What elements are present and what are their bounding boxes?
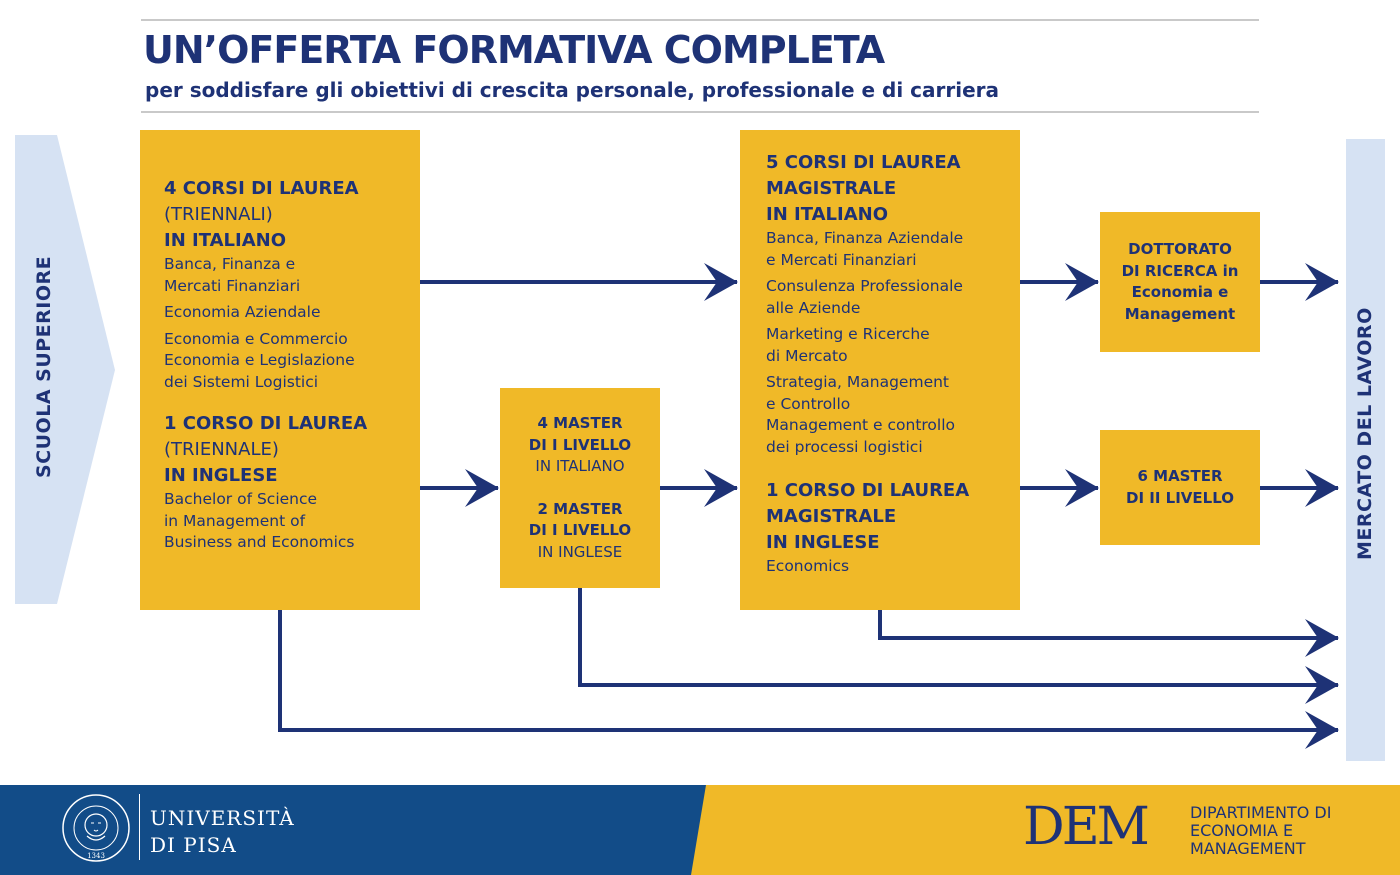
list-item: Bachelor of Science [164, 490, 318, 508]
triennali-it-language: IN ITALIANO [164, 230, 287, 251]
triennali-it-subheading: (TRIENNALI) [164, 204, 273, 225]
triennali-en-language: IN INGLESE [164, 465, 278, 486]
dem-name-line-2: ECONOMIA E [1190, 821, 1294, 840]
triennali-en-subheading: (TRIENNALE) [164, 439, 279, 460]
list-item: Marketing e Ricerche [766, 325, 930, 343]
scuola-superiore-chevron [15, 135, 115, 604]
list-item: Management e controllo [766, 416, 956, 434]
master2-line: DI II LIVELLO [1126, 488, 1234, 507]
dem-name-line-1: DIPARTIMENTO DI [1190, 803, 1332, 822]
university-name-line-2: DI PISA [150, 833, 237, 857]
magistrali-box: 5 CORSI DI LAUREA MAGISTRALE IN ITALIANO… [740, 130, 1020, 610]
master1-en-level: DI I LIVELLO [528, 521, 632, 539]
list-item: in Management of [164, 511, 306, 530]
master1-en-heading: 2 MASTER [537, 499, 623, 518]
list-item: Banca, Finanza e [164, 255, 296, 273]
magistrali-it-subheading: MAGISTRALE [766, 178, 897, 199]
list-item: Economia e Legislazione [164, 351, 355, 369]
magistrali-it-heading: 5 CORSI DI LAUREA [766, 152, 961, 173]
dottorato-line: DI RICERCA in [1121, 261, 1239, 280]
list-item: dei processi logistici [766, 437, 923, 456]
master-primo-livello-box: 4 MASTER DI I LIVELLO IN ITALIANO 2 MAST… [500, 388, 660, 588]
master2-line: 6 MASTER [1137, 467, 1223, 485]
arrow-master1-down-to-mercato [578, 588, 1339, 704]
dem-logo: DEM [1023, 797, 1150, 857]
master-secondo-livello-box: 6 MASTER DI II LIVELLO [1100, 430, 1260, 545]
list-item: dei Sistemi Logistici [164, 372, 319, 391]
arrow-triennali-down-to-mercato [278, 610, 1339, 749]
list-item: e Controllo [766, 394, 851, 413]
university-name-line-1: UNIVERSITÀ [150, 806, 295, 830]
header-bottom-rule [141, 111, 1259, 113]
list-item: e Mercati Finanziari [766, 250, 917, 269]
magistrali-en-language: IN INGLESE [766, 532, 880, 553]
magistrali-en-heading: 1 CORSO DI LAUREA [766, 480, 970, 501]
master1-it-level: DI I LIVELLO [528, 435, 632, 454]
magistrali-en-subheading: MAGISTRALE [766, 506, 897, 527]
scuola-superiore-label: SCUOLA SUPERIORE [33, 255, 55, 478]
dem-name-line-3: MANAGEMENT [1190, 839, 1306, 858]
list-item: Economics [766, 557, 850, 575]
dottorato-line: Management [1124, 304, 1236, 323]
triennali-en-heading: 1 CORSO DI LAUREA [164, 413, 368, 434]
magistrali-it-language: IN ITALIANO [766, 204, 889, 225]
page-subtitle: per soddisfare gli obiettivi di crescita… [145, 78, 1000, 102]
triennali-it-heading: 4 CORSI DI LAUREA [164, 178, 359, 199]
list-item: Business and Economics [164, 533, 355, 551]
list-item: alle Aziende [766, 298, 861, 317]
master1-en-language: IN INGLESE [537, 542, 623, 561]
list-item: Consulenza Professionale [766, 277, 963, 295]
list-item: Economia Aziendale [164, 303, 321, 321]
list-item: di Mercato [766, 346, 848, 365]
university-seal-icon: 1343 [62, 794, 130, 862]
triennali-box: 4 CORSI DI LAUREA (TRIENNALI) IN ITALIAN… [140, 130, 420, 610]
list-item: Strategia, Management [766, 373, 950, 391]
arrow-magistrali-down-to-mercato [878, 610, 1339, 657]
seal-year: 1343 [87, 852, 105, 860]
dottorato-box: DOTTORATO DI RICERCA in Economia e Manag… [1100, 212, 1260, 352]
dottorato-line: Economia e [1131, 283, 1229, 301]
list-item: Mercati Finanziari [164, 276, 301, 295]
page-title: UN’OFFERTA FORMATIVA COMPLETA [143, 28, 885, 72]
master1-it-heading: 4 MASTER [537, 414, 623, 432]
top-rule [141, 19, 1259, 21]
mercato-lavoro-bar [1346, 139, 1385, 761]
mercato-lavoro-label: MERCATO DEL LAVORO [1354, 307, 1376, 560]
footer-divider [139, 794, 140, 860]
footer-band [0, 785, 1400, 875]
list-item: Economia e Commercio [164, 329, 348, 348]
list-item: Banca, Finanza Aziendale [766, 229, 964, 247]
master1-it-language: IN ITALIANO [535, 457, 625, 475]
dottorato-line: DOTTORATO [1128, 240, 1232, 258]
